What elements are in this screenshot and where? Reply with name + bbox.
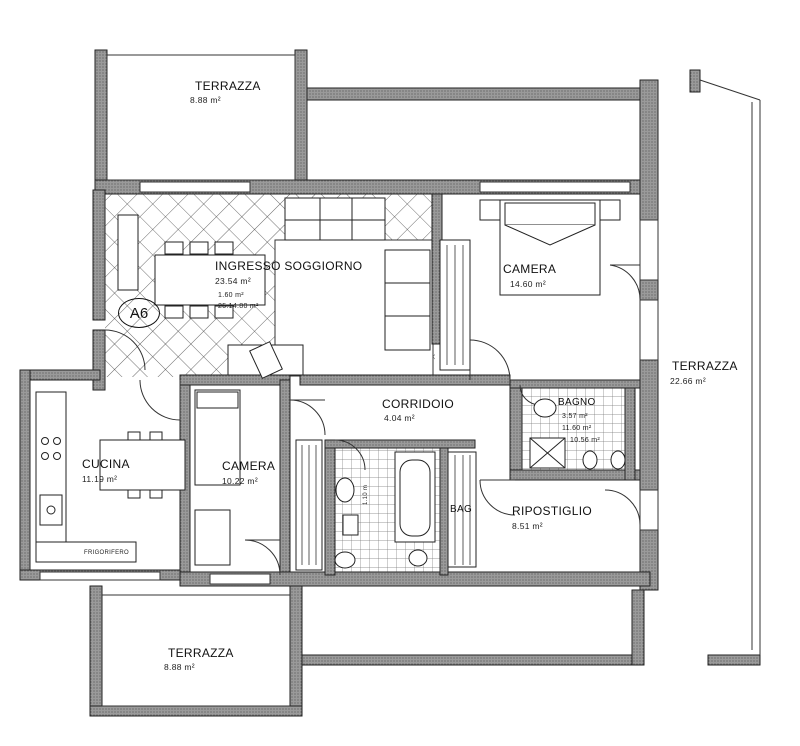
walls	[19, 49, 761, 717]
shower-dims-label: 1.10 m	[363, 484, 369, 505]
bagno-small-name: BAG	[450, 504, 473, 515]
cucina-area: 11.19 m²	[82, 474, 118, 484]
terrace-outlines	[102, 54, 761, 707]
terrazza-bottom-area: 8.88 m²	[164, 662, 195, 672]
camera-top-area: 14.60 m²	[510, 279, 546, 289]
terrazza-top-name: TERRAZZA	[195, 79, 261, 93]
furniture	[35, 197, 626, 571]
doors	[104, 264, 641, 576]
kitchen-sink	[39, 494, 63, 526]
camera-top-name: CAMERA	[503, 262, 557, 276]
ripostiglio-name: RIPOSTIGLIO	[512, 504, 592, 518]
camera-bottom-name: CAMERA	[222, 459, 276, 473]
stove-burners	[41, 437, 61, 460]
terrazza-right-name: TERRAZZA	[672, 359, 738, 373]
ripostiglio-area: 8.51 m²	[512, 521, 543, 531]
camera-bottom-area: 10.22 m²	[222, 476, 258, 486]
terrazza-right-area: 22.66 m²	[670, 376, 706, 386]
ingresso-soggiorno-name: INGRESSO SOGGIORNO	[215, 259, 363, 273]
bagno-area-1: 3.57 m²	[562, 413, 588, 420]
corridoio-area: 4.04 m²	[384, 413, 415, 423]
frigorifero-label: FRIGORIFERO	[84, 550, 129, 556]
bagno-area-2: 11.60 m²	[562, 425, 592, 432]
windows	[39, 181, 659, 585]
ingresso-soggiorno-sub2: 25.14.80 m²	[218, 303, 259, 310]
unit-badge: A6	[118, 298, 160, 328]
ingresso-soggiorno-sub1: 1.60 m²	[218, 292, 244, 299]
bagno-area-3: 10.56 m²	[570, 437, 601, 444]
terrazza-bottom-name: TERRAZZA	[168, 646, 234, 660]
bagno-name: BAGNO	[558, 397, 596, 408]
wardrobe-slats	[301, 245, 471, 565]
corridoio-name: CORRIDOIO	[382, 397, 455, 411]
ingresso-soggiorno-area: 23.54 m²	[215, 276, 251, 286]
cucina-name: CUCINA	[82, 457, 130, 471]
terrazza-top-area: 8.88 m²	[190, 95, 221, 105]
